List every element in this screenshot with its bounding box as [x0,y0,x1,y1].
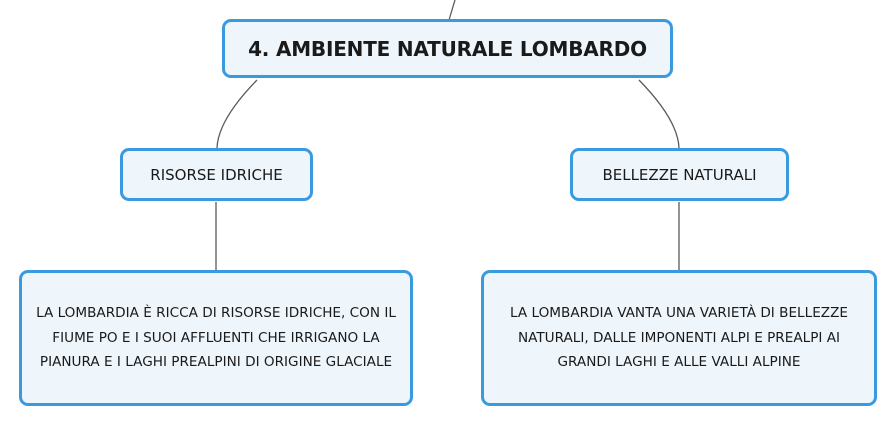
central-topic-node[interactable]: 4. AMBIENTE NATURALE LOMBARDO [222,19,673,78]
description-node-risorse-idriche[interactable]: LA LOMBARDIA È RICCA DI RISORSE IDRICHE,… [19,270,413,406]
connector-parent-to-title [448,0,456,21]
connector-title-to-risorse-idriche [216,79,258,149]
description-text-bellezze-naturali: LA LOMBARDIA VANTA UNA VARIETÀ DI BELLEZ… [510,305,848,371]
connector-title-to-bellezze-naturali [638,79,680,149]
description-node-bellezze-naturali[interactable]: LA LOMBARDIA VANTA UNA VARIETÀ DI BELLEZ… [481,270,877,406]
subtopic-label-risorse-idriche: RISORSE IDRICHE [150,165,283,184]
central-topic-title: 4. AMBIENTE NATURALE LOMBARDO [248,36,647,61]
subtopic-node-risorse-idriche[interactable]: RISORSE IDRICHE [120,148,313,201]
description-text-risorse-idriche: LA LOMBARDIA È RICCA DI RISORSE IDRICHE,… [36,305,396,371]
subtopic-label-bellezze-naturali: BELLEZZE NATURALI [602,165,757,184]
subtopic-node-bellezze-naturali[interactable]: BELLEZZE NATURALI [570,148,789,201]
